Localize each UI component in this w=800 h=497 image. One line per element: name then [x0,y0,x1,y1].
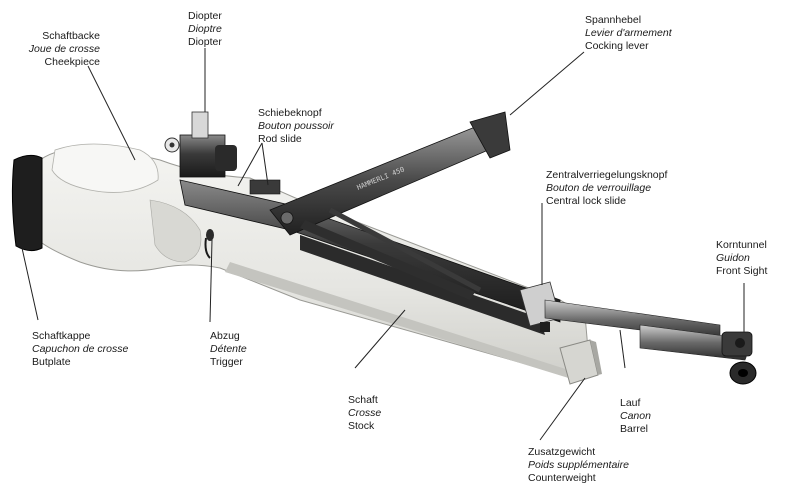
trigger-label-en: Trigger [210,356,247,369]
cocking-lever-label-fr: Levier d'armement [585,27,672,40]
rod-slide-label-fr: Bouton poussoir [258,120,334,133]
central-lock-label-de: Zentralverriegelungsknopf [546,169,667,182]
stock-label-en: Stock [348,420,381,433]
diopter-label-en: Diopter [188,36,222,49]
diopter-label-de: Diopter [188,10,222,23]
cocking-lever-label: Spannhebel Levier d'armement Cocking lev… [585,14,672,53]
rod-slide-label-de: Schiebeknopf [258,107,334,120]
rod-slide [250,180,280,194]
trigger-label-fr: Détente [210,343,247,356]
stock-label-de: Schaft [348,394,381,407]
rod-slide-label: Schiebeknopf Bouton poussoir Rod slide [258,107,334,146]
front-sight-label-en: Front Sight [716,265,767,278]
counterweight-label-de: Zusatzgewicht [528,446,629,459]
counterweight-label: Zusatzgewicht Poids supplémentaire Count… [528,446,629,485]
cheekpiece-label-de: Schaftbacke [10,30,100,43]
rod-slide-label-en: Rod slide [258,133,334,146]
cheekpiece-label-en: Cheekpiece [10,56,100,69]
butplate-label: Schaftkappe Capuchon de crosse Butplate [32,330,128,369]
stock-label-fr: Crosse [348,407,381,420]
diopter-label: Diopter Dioptre Diopter [188,10,222,49]
trigger-label-de: Abzug [210,330,247,343]
cocking-lever-label-en: Cocking lever [585,40,672,53]
cocking-lever-label-de: Spannhebel [585,14,672,27]
trigger-label: Abzug Détente Trigger [210,330,247,369]
central-lock-label-fr: Bouton de verrouillage [546,182,667,195]
central-lock-label-en: Central lock slide [546,195,667,208]
cheekpiece-label-fr: Joue de crosse [10,43,100,56]
counterweight [560,340,602,384]
barrel-label-de: Lauf [620,397,651,410]
diopter-label-fr: Dioptre [188,23,222,36]
barrel-label-fr: Canon [620,410,651,423]
butplate-label-de: Schaftkappe [32,330,128,343]
stock-label: Schaft Crosse Stock [348,394,381,433]
front-sight-label: Korntunnel Guidon Front Sight [716,239,767,278]
front-sight [722,332,752,356]
butplate [12,155,42,250]
cheekpiece-label: Schaftbacke Joue de crosse Cheekpiece [10,30,100,69]
barrel-label: Lauf Canon Barrel [620,397,651,436]
counterweight-label-en: Counterweight [528,472,629,485]
butplate-label-fr: Capuchon de crosse [32,343,128,356]
butplate-label-en: Butplate [32,356,128,369]
barrel-label-en: Barrel [620,423,651,436]
central-lock-label: Zentralverriegelungsknopf Bouton de verr… [546,169,667,208]
counterweight-label-fr: Poids supplémentaire [528,459,629,472]
front-sight-label-fr: Guidon [716,252,767,265]
front-sight-label-de: Korntunnel [716,239,767,252]
